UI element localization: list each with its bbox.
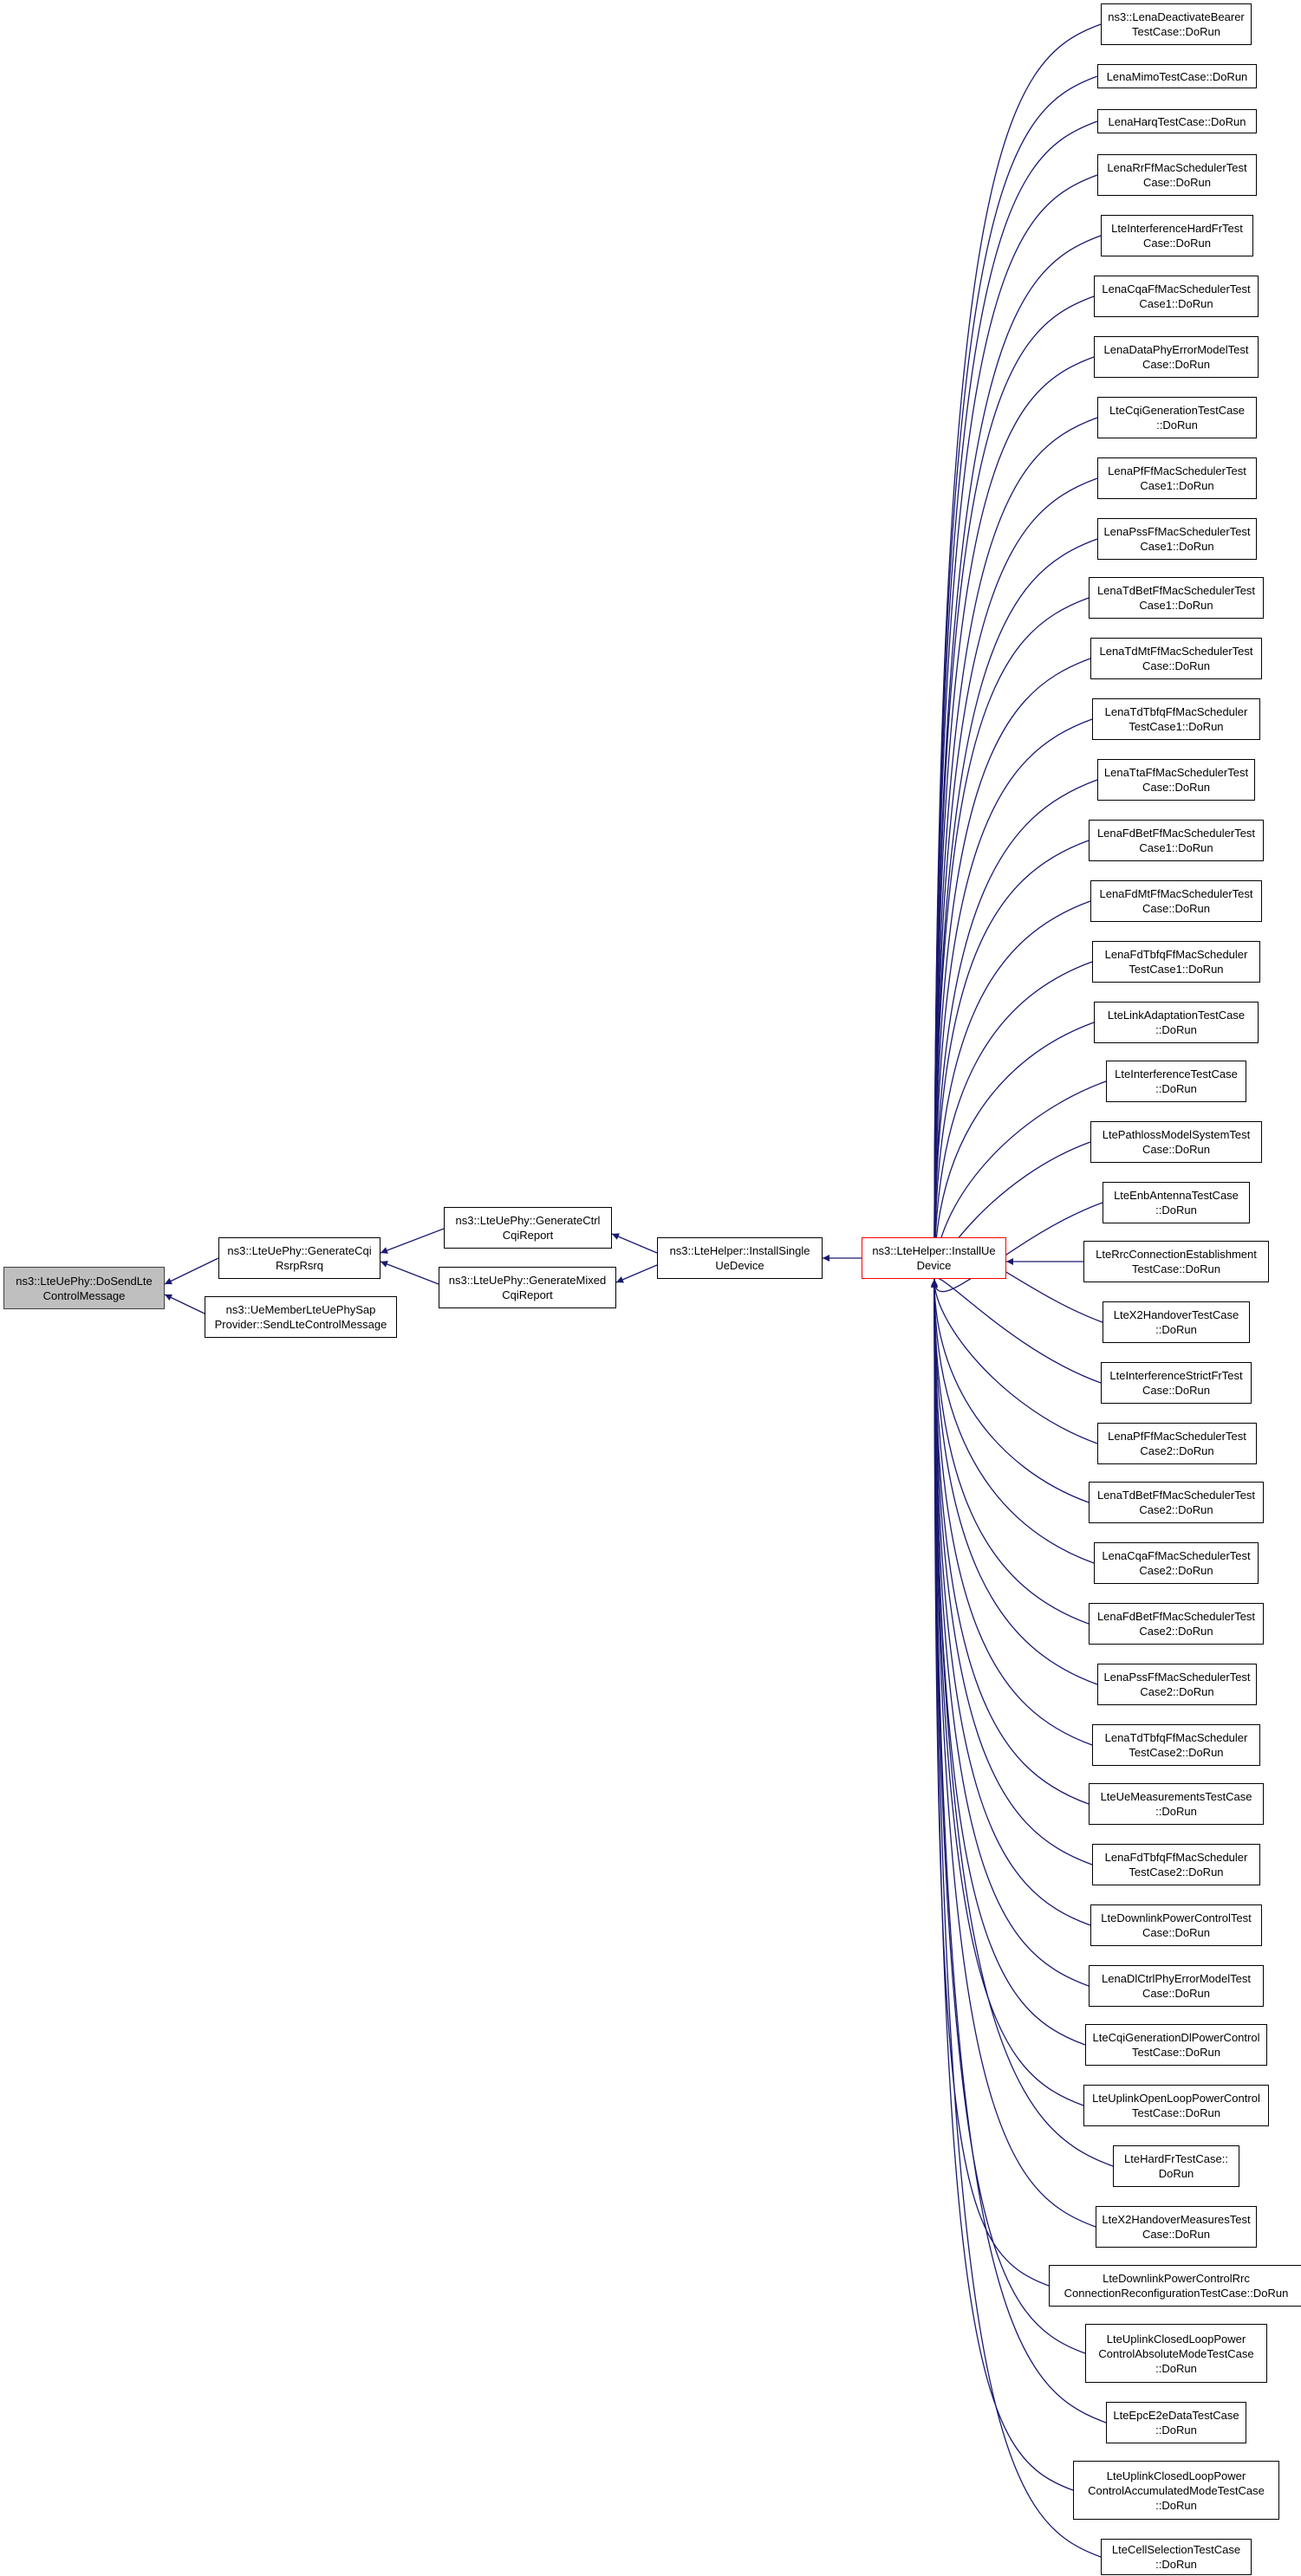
node-test-case[interactable]: LenaPssFfMacSchedulerTest Case1::DoRun bbox=[1097, 518, 1257, 560]
node-test-case[interactable]: ns3::LenaDeactivateBearer TestCase::DoRu… bbox=[1101, 3, 1252, 45]
edge-test-case-to-install-ue-device bbox=[931, 1280, 1090, 1987]
node-test-case[interactable]: LenaCqaFfMacSchedulerTest Case2::DoRun bbox=[1094, 1542, 1259, 1584]
edge-test-case-to-install-ue-device bbox=[931, 1280, 1098, 1444]
node-test-case[interactable]: LenaTdBetFfMacSchedulerTest Case1::DoRun bbox=[1089, 577, 1264, 619]
node-test-case[interactable]: LteX2HandoverTestCase ::DoRun bbox=[1103, 1301, 1250, 1343]
node-test-case[interactable]: LenaTtaFfMacSchedulerTest Case::DoRun bbox=[1097, 759, 1255, 801]
node-test-case[interactable]: LteCellSelectionTestCase ::DoRun bbox=[1101, 2539, 1252, 2575]
edge-test-case-to-install-ue-device bbox=[931, 356, 1095, 1280]
node-test-case[interactable]: LteEnbAntennaTestCase ::DoRun bbox=[1103, 1182, 1250, 1223]
edge-sap-to-root bbox=[164, 1294, 205, 1314]
node-test-case[interactable]: LteInterferenceTestCase ::DoRun bbox=[1106, 1061, 1246, 1102]
node-test-case[interactable]: LenaFdTbfqFfMacScheduler TestCase1::DoRu… bbox=[1092, 941, 1260, 983]
node-generate-mixed-cqi-report[interactable]: ns3::LteUePhy::GenerateMixed CqiReport bbox=[439, 1267, 616, 1308]
edge-single-to-ctrl bbox=[611, 1233, 658, 1254]
node-install-single-ue-device[interactable]: ns3::LteHelper::InstallSingle UeDevice bbox=[657, 1237, 823, 1279]
node-install-ue-device: ns3::LteHelper::InstallUe Device bbox=[862, 1237, 1006, 1279]
edge-test-case-to-install-ue-device bbox=[931, 1280, 1090, 1625]
edge-test-case-to-install-ue-device bbox=[931, 961, 1093, 1280]
node-test-case[interactable]: LenaFdBetFfMacSchedulerTest Case1::DoRun bbox=[1089, 820, 1264, 861]
edge-test-case-to-install-ue-device bbox=[931, 779, 1098, 1280]
node-test-case[interactable]: LteUplinkClosedLoopPower ControlAccumula… bbox=[1073, 2461, 1279, 2520]
node-test-case[interactable]: LteEpcE2eDataTestCase ::DoRun bbox=[1106, 2402, 1246, 2443]
node-test-case[interactable]: LenaFdMtFfMacSchedulerTest Case::DoRun bbox=[1090, 880, 1262, 922]
edge-test-case-to-install-ue-device bbox=[931, 1280, 1093, 1865]
node-test-case[interactable]: LteInterferenceHardFrTest Case::DoRun bbox=[1101, 215, 1253, 256]
edge-test-case-to-install-ue-device bbox=[931, 417, 1098, 1280]
node-test-case[interactable]: LenaPfFfMacSchedulerTest Case2::DoRun bbox=[1097, 1423, 1257, 1464]
node-test-case[interactable]: LtePathlossModelSystemTest Case::DoRun bbox=[1090, 1121, 1262, 1163]
node-test-case[interactable]: LteUplinkOpenLoopPowerControl TestCase::… bbox=[1083, 2085, 1269, 2126]
node-generate-ctrl-cqi-report[interactable]: ns3::LteUePhy::GenerateCtrl CqiReport bbox=[444, 1207, 612, 1249]
edge-test-case-to-install-ue-device bbox=[931, 295, 1095, 1280]
node-test-case[interactable]: LteUplinkClosedLoopPower ControlAbsolute… bbox=[1085, 2324, 1267, 2383]
edge-test-case-to-install-ue-device bbox=[931, 120, 1098, 1280]
edge-test-case-to-install-ue-device bbox=[931, 1280, 1102, 2558]
edge-test-case-to-install-ue-device bbox=[931, 1280, 1095, 1564]
edge-test-case-to-install-ue-device bbox=[931, 1280, 1091, 1926]
edge-test-case-to-install-ue-device bbox=[931, 900, 1091, 1280]
edge-test-case-to-install-ue-device bbox=[931, 718, 1093, 1280]
edge-single-to-mixed bbox=[615, 1264, 658, 1283]
edge-ctrl-to-cqi bbox=[380, 1228, 445, 1254]
edge-test-case-to-install-ue-device bbox=[931, 1273, 1102, 1384]
edge-cqi-to-root bbox=[164, 1257, 219, 1285]
node-test-case[interactable]: LteLinkAdaptationTestCase ::DoRun bbox=[1094, 1002, 1259, 1043]
edge-test-case-to-install-ue-device bbox=[931, 1280, 1114, 2167]
edge-mixed-to-cqi bbox=[380, 1261, 439, 1285]
edge-test-case-to-install-ue-device bbox=[931, 1280, 1098, 1685]
edge-test-case-to-install-ue-device bbox=[931, 1280, 1096, 2228]
node-test-case[interactable]: LenaFdTbfqFfMacScheduler TestCase2::DoRu… bbox=[1092, 1844, 1260, 1885]
node-test-case[interactable]: LteRrcConnectionEstablishment TestCase::… bbox=[1083, 1241, 1269, 1282]
edge-test-case-to-install-ue-device bbox=[931, 1022, 1095, 1280]
node-test-case[interactable]: LteDownlinkPowerControlTest Case::DoRun bbox=[1090, 1904, 1262, 1946]
node-test-case[interactable]: LenaDlCtrlPhyErrorModelTest Case::DoRun bbox=[1089, 1965, 1264, 2007]
node-test-case[interactable]: LenaPfFfMacSchedulerTest Case1::DoRun bbox=[1097, 457, 1257, 499]
edge-test-case-to-install-ue-device bbox=[931, 235, 1102, 1280]
edge-test-case-to-install-ue-device bbox=[931, 1280, 1093, 1746]
node-test-case[interactable]: LenaTdTbfqFfMacScheduler TestCase1::DoRu… bbox=[1092, 698, 1260, 740]
node-test-case[interactable]: LenaFdBetFfMacSchedulerTest Case2::DoRun bbox=[1089, 1603, 1264, 1645]
node-test-case[interactable]: LenaDataPhyErrorModelTest Case::DoRun bbox=[1094, 336, 1259, 378]
node-test-case[interactable]: LteDownlinkPowerControlRrc ConnectionRec… bbox=[1049, 2265, 1301, 2307]
edge-test-case-to-install-ue-device bbox=[931, 1280, 1074, 2491]
node-test-case[interactable]: LteUeMeasurementsTestCase ::DoRun bbox=[1089, 1783, 1264, 1825]
node-generate-cqi-rsrp-rsrq[interactable]: ns3::LteUePhy::GenerateCqi RsrpRsrq bbox=[218, 1237, 381, 1279]
edge-test-case-to-install-ue-device bbox=[931, 840, 1090, 1280]
node-test-case[interactable]: LenaCqaFfMacSchedulerTest Case1::DoRun bbox=[1094, 276, 1259, 317]
node-test-case[interactable]: LenaTdMtFfMacSchedulerTest Case::DoRun bbox=[1090, 638, 1262, 679]
edge-test-case-to-install-ue-device bbox=[931, 1280, 1090, 1503]
edge-test-case-to-install-ue-device bbox=[931, 1280, 1090, 1805]
node-test-case[interactable]: LteX2HandoverMeasuresTest Case::DoRun bbox=[1096, 2206, 1257, 2248]
node-test-case[interactable]: LteHardFrTestCase:: DoRun bbox=[1113, 2145, 1239, 2187]
node-test-case[interactable]: LenaTdBetFfMacSchedulerTest Case2::DoRun bbox=[1089, 1482, 1264, 1523]
edge-test-case-to-install-ue-device bbox=[931, 1280, 1050, 2287]
edge-test-case-to-install-ue-device bbox=[931, 1280, 1107, 2424]
node-test-case[interactable]: LteInterferenceStrictFrTest Case::DoRun bbox=[1101, 1362, 1252, 1404]
node-ue-member-sap-provider[interactable]: ns3::UeMemberLteUePhySap Provider::SendL… bbox=[205, 1296, 397, 1338]
edge-test-case-to-install-ue-device bbox=[931, 597, 1090, 1280]
node-do-send-lte-control-message: ns3::LteUePhy::DoSendLte ControlMessage bbox=[3, 1267, 165, 1309]
node-test-case[interactable]: LenaTdTbfqFfMacScheduler TestCase2::DoRu… bbox=[1092, 1724, 1260, 1766]
edge-test-case-to-install-ue-device bbox=[931, 477, 1098, 1280]
edge-test-case-to-install-ue-device bbox=[931, 658, 1091, 1280]
edge-test-case-to-install-ue-device bbox=[931, 1280, 1086, 2046]
node-test-case[interactable]: LenaRrFfMacSchedulerTest Case::DoRun bbox=[1097, 154, 1257, 196]
node-test-case[interactable]: LenaMimoTestCase::DoRun bbox=[1097, 64, 1257, 88]
node-test-case[interactable]: LteCqiGenerationTestCase ::DoRun bbox=[1097, 397, 1257, 438]
node-test-case[interactable]: LenaHarqTestCase::DoRun bbox=[1097, 109, 1257, 133]
node-test-case[interactable]: LteCqiGenerationDlPowerControl TestCase:… bbox=[1085, 2024, 1267, 2066]
node-test-case[interactable]: LenaPssFfMacSchedulerTest Case2::DoRun bbox=[1097, 1664, 1257, 1705]
edge-test-case-to-install-ue-device bbox=[931, 75, 1098, 1280]
edge-test-case-to-install-ue-device bbox=[931, 174, 1098, 1280]
